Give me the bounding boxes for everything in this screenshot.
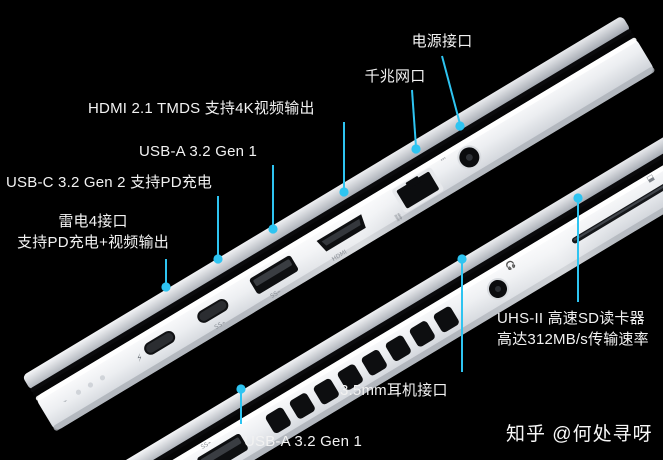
callout-label-line: 支持PD充电+视频输出 [17, 234, 169, 251]
svg-text:⌁: ⌁ [62, 397, 70, 406]
svg-text:⚡: ⚡ [135, 353, 146, 365]
callout-dot-hdmi-port [339, 187, 349, 197]
callout-label-line: 千兆网口 [364, 68, 426, 85]
svg-text:⛓: ⛓ [393, 212, 405, 223]
callout-label-line: 雷电4接口 [58, 213, 128, 230]
callout-label-line: USB-C 3.2 Gen 2 支持PD充电 [6, 174, 213, 191]
callout-dot-gigabit-ethernet-port [411, 144, 421, 154]
callout-label-uhs-ii-sd-card-reader: UHS-II 高速SD读卡器高达312MB/s传输速率 [497, 308, 649, 350]
callout-label-thunderbolt-4-port: 雷电4接口支持PD充电+视频输出 [17, 211, 169, 253]
svg-text:🎧: 🎧 [504, 258, 518, 272]
callout-label-audio-jack-35mm: 3.5mm耳机接口 [340, 381, 448, 400]
callout-label-line: UHS-II 高速SD读卡器 [497, 310, 645, 327]
callout-dot-power-connector [455, 121, 465, 131]
callout-dot-usb-a-32-gen1-port-bottom [236, 384, 246, 394]
callout-label-power-connector: 电源接口 [412, 32, 473, 51]
laptop-lower-lid [118, 112, 663, 460]
callout-label-usb-a-32-gen1-port-bottom: USB-A 3.2 Gen 1 [244, 432, 362, 451]
svg-text:⬓: ⬓ [645, 172, 656, 184]
callout-dot-thunderbolt-4-port [161, 282, 171, 292]
watermark: 知乎 @何处寻呀 [506, 419, 653, 446]
callout-label-usb-a-32-gen1-port-top: USB-A 3.2 Gen 1 [139, 142, 257, 161]
port-usb-a-bottom: SS⌁ [197, 433, 248, 460]
callout-label-line: HDMI 2.1 TMDS 支持4K视频输出 [88, 100, 315, 117]
vent-grille [265, 306, 459, 434]
port-ethernet-rj45: ⛓ [392, 167, 444, 223]
callout-label-line: USB-A 3.2 Gen 1 [243, 433, 363, 450]
callout-label-gigabit-ethernet-port: 千兆网口 [365, 67, 426, 86]
callout-dot-usb-c-32-gen2-port [213, 254, 223, 264]
callout-dot-usb-a-32-gen1-port-top [268, 224, 278, 234]
leader-line-power [441, 55, 461, 125]
callout-dot-uhs-ii-sd-card-reader [573, 193, 583, 203]
svg-text:⎓: ⎓ [439, 154, 448, 164]
callout-leaders [161, 55, 583, 424]
callout-dot-audio-jack-35mm [457, 254, 467, 264]
callout-label-line: USB-A 3.2 Gen 1 [139, 143, 258, 160]
port-power-jack: ⎓ [439, 145, 482, 170]
status-leds: ⌁ [62, 375, 106, 406]
svg-text:SS⌁: SS⌁ [200, 439, 214, 451]
port-sd-card-reader: ⬓ [571, 172, 663, 244]
callout-label-line: 电源接口 [411, 33, 473, 50]
leader-line-lan [411, 89, 417, 148]
watermark-text: 知乎 @何处寻呀 [506, 424, 653, 445]
callout-label-line: 高达312MB/s传输速率 [497, 331, 649, 348]
laptop-lower: SS⌁ 🎧 [118, 112, 663, 460]
laptop-upper-lid [23, 17, 632, 393]
callout-label-usb-c-32-gen2-port: USB-C 3.2 Gen 2 支持PD充电 [6, 173, 212, 192]
laptop-upper: ⚡ SS⌁ SS⌁ HDMI [23, 17, 655, 431]
port-audio-jack: 🎧 [487, 258, 518, 300]
svg-text:SS⌁: SS⌁ [269, 288, 283, 300]
callout-label-line: 3.5mm耳机接口 [340, 382, 448, 399]
callout-label-hdmi-port: HDMI 2.1 TMDS 支持4K视频输出 [88, 99, 315, 118]
port-thunderbolt-4: ⚡ [135, 330, 176, 365]
port-usb-a-top: SS⌁ [249, 255, 299, 300]
